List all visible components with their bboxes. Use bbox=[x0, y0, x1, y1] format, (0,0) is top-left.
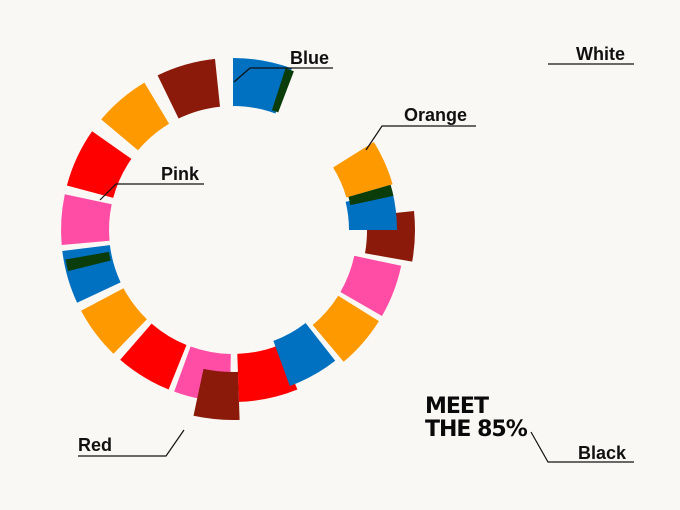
ring-accent-strip bbox=[65, 251, 111, 272]
label-blue: Blue bbox=[290, 48, 329, 68]
leader-line-pink bbox=[99, 183, 204, 201]
ring-segment-maroon bbox=[157, 58, 220, 119]
ring-segment-orange bbox=[81, 288, 147, 354]
ring-segment-blue bbox=[273, 323, 336, 386]
ring-segment-red bbox=[66, 131, 132, 198]
ring-segment-pink bbox=[340, 255, 402, 316]
label-pink: Pink bbox=[161, 164, 200, 184]
ring-segment-orange bbox=[101, 82, 170, 151]
ring-segment-pink bbox=[61, 194, 112, 245]
headline-line-1: MEET bbox=[425, 394, 489, 419]
leader-line-orange bbox=[365, 125, 476, 151]
leader-line-blue bbox=[233, 67, 333, 83]
leader-line-red bbox=[78, 429, 185, 457]
label-orange: Orange bbox=[404, 105, 467, 125]
label-white: White bbox=[576, 44, 625, 64]
ring-segment-red bbox=[120, 323, 187, 390]
ring-segment-maroon bbox=[193, 368, 240, 421]
ring-segment-orange bbox=[312, 295, 379, 362]
ring-accent-strip bbox=[348, 184, 394, 206]
leader-line-black bbox=[530, 431, 634, 463]
label-black: Black bbox=[578, 443, 627, 463]
ring-segment-blue bbox=[62, 245, 121, 303]
label-red: Red bbox=[78, 435, 112, 455]
headline-line-2: THE 85% bbox=[425, 417, 528, 442]
ring-segment-orange bbox=[333, 142, 393, 198]
color-ring bbox=[61, 58, 415, 421]
ring-accent-strip bbox=[271, 68, 294, 113]
